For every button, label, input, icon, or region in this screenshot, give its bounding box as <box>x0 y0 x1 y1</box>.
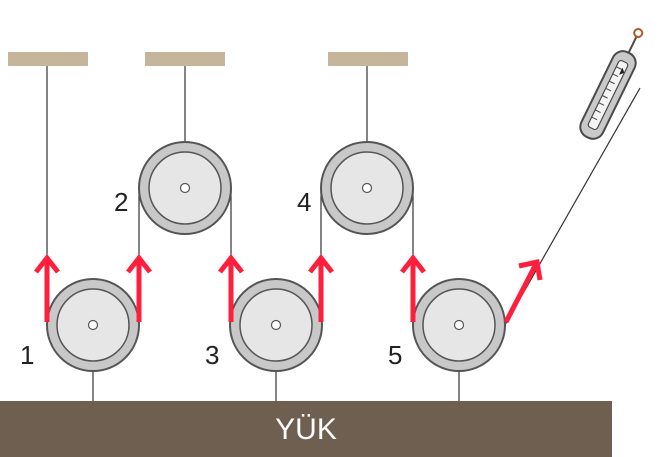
force-arrows <box>34 253 543 324</box>
force-arrow-icon <box>34 253 60 322</box>
pulley-label-3: 3 <box>205 340 219 370</box>
pulley-1 <box>46 278 140 372</box>
load-label: YÜK <box>275 413 337 446</box>
force-arrow-icon <box>126 253 152 322</box>
pulley-2 <box>138 141 232 235</box>
rope <box>46 66 641 402</box>
force-arrow-icon <box>308 253 334 322</box>
ceiling-plate-right <box>328 52 408 66</box>
force-arrow-icon <box>218 253 244 322</box>
pulley-3 <box>229 278 323 372</box>
pulley-label-4: 4 <box>297 187 311 217</box>
pulley-5 <box>412 278 506 372</box>
pulley-label-1: 1 <box>20 340 34 370</box>
load-block <box>0 401 612 457</box>
ceiling-plate-left <box>8 52 88 66</box>
ceiling-plate-middle <box>145 52 225 66</box>
force-arrow-icon <box>400 253 426 322</box>
pulley-label-5: 5 <box>388 340 402 370</box>
spring-scale-dynamometer-icon <box>579 27 644 140</box>
force-arrow-icon <box>503 258 543 324</box>
pulley-label-2: 2 <box>114 187 128 217</box>
pulley-4 <box>320 141 414 235</box>
